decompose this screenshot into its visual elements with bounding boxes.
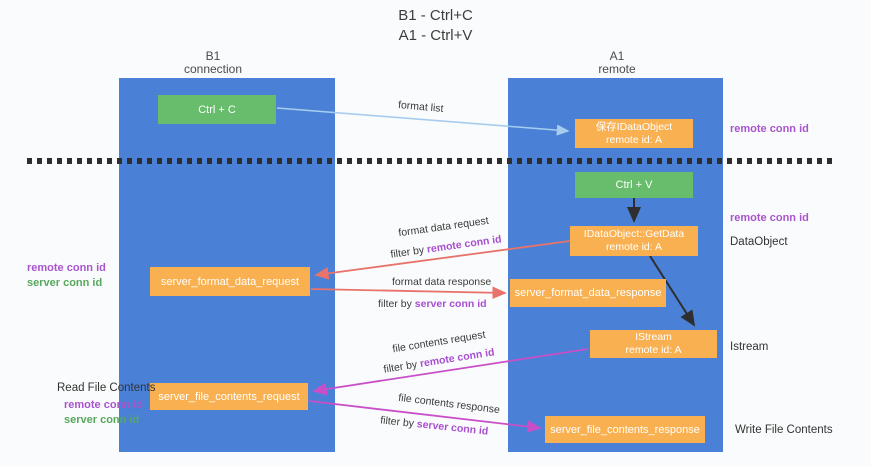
filter-by-prefix: filter by bbox=[379, 414, 418, 431]
left-server-conn-id-top: server conn id bbox=[27, 277, 103, 289]
filter-by-value: remote conn id bbox=[419, 346, 496, 370]
left-server-conn-id-bottom: server conn id bbox=[64, 414, 140, 426]
save-dataobject-line1: 保存IDataObject bbox=[595, 120, 673, 133]
file-contents-response-label: file contents response bbox=[397, 391, 501, 417]
file-contents-response-filter-label: filter by server conn id bbox=[380, 414, 489, 437]
right-remote-conn-id-top: remote conn id bbox=[730, 123, 809, 135]
format-data-response-filter-label: filter by server conn id bbox=[378, 298, 487, 310]
istream-node: IStream remote id: A bbox=[590, 330, 717, 358]
server-file-contents-response-node: server_file_contents_response bbox=[545, 416, 705, 443]
format-list-label: format list bbox=[397, 99, 444, 115]
ctrl-c-label: Ctrl + C bbox=[198, 103, 236, 116]
right-lane-header: A1 remote bbox=[557, 50, 677, 76]
sync-boundary-dashed-line bbox=[27, 158, 833, 164]
title-line-1: B1 - Ctrl+C bbox=[398, 7, 473, 24]
getdata-line1: IDataObject::GetData bbox=[583, 228, 685, 240]
read-file-contents-annotation: Read File Contents bbox=[57, 382, 156, 394]
filter-by-value: server conn id bbox=[414, 298, 487, 310]
getdata-line2: remote id: A bbox=[605, 241, 663, 253]
left-remote-conn-id-top: remote conn id bbox=[27, 262, 106, 274]
ctrl-v-node: Ctrl + V bbox=[575, 172, 693, 198]
server-format-data-request-label: server_format_data_request bbox=[160, 275, 300, 288]
diagram-title: B1 - Ctrl+C A1 - Ctrl+V bbox=[0, 6, 871, 46]
write-file-contents-annotation: Write File Contents bbox=[735, 424, 833, 436]
left-lane-role: connection bbox=[183, 62, 243, 76]
ctrl-v-label: Ctrl + V bbox=[615, 179, 653, 191]
server-format-data-response-node: server_format_data_response bbox=[510, 279, 666, 307]
right-remote-conn-id-mid: remote conn id bbox=[730, 212, 809, 224]
format-data-response-arrow bbox=[310, 286, 507, 300]
filter-by-prefix: filter by bbox=[378, 298, 415, 310]
server-file-contents-request-node: server_file_contents_request bbox=[150, 383, 308, 410]
server-file-contents-response-label: server_file_contents_response bbox=[550, 423, 700, 436]
save-dataobject-node: 保存IDataObject remote id: A bbox=[575, 119, 693, 148]
left-lane-name: B1 bbox=[205, 49, 221, 63]
left-lane-header: B1 connection bbox=[153, 50, 273, 76]
left-remote-conn-id-bottom: remote conn id bbox=[64, 399, 143, 411]
server-format-data-request-node: server_format_data_request bbox=[150, 267, 310, 296]
istream-annotation: Istream bbox=[730, 341, 769, 353]
dataobject-annotation: DataObject bbox=[730, 236, 788, 248]
server-file-contents-request-label: server_file_contents_request bbox=[158, 390, 300, 403]
filter-by-value: server conn id bbox=[416, 418, 489, 438]
format-data-request-label: format data request bbox=[397, 214, 490, 240]
istream-line1: IStream bbox=[635, 331, 672, 343]
filter-by-prefix: filter by bbox=[389, 243, 428, 261]
format-data-response-label: format data response bbox=[392, 276, 492, 288]
save-dataobject-line2: remote id: A bbox=[605, 133, 663, 146]
getdata-node: IDataObject::GetData remote id: A bbox=[570, 226, 698, 256]
server-format-data-response-label: server_format_data_response bbox=[514, 287, 662, 299]
filter-by-prefix: filter by bbox=[382, 358, 421, 376]
filter-by-value: remote conn id bbox=[426, 233, 503, 256]
right-lane-name: A1 bbox=[609, 49, 625, 63]
title-line-2: A1 - Ctrl+V bbox=[398, 27, 473, 44]
ctrl-c-node: Ctrl + C bbox=[158, 95, 276, 124]
istream-line2: remote id: A bbox=[625, 344, 682, 356]
right-lane-role: remote bbox=[598, 62, 636, 76]
